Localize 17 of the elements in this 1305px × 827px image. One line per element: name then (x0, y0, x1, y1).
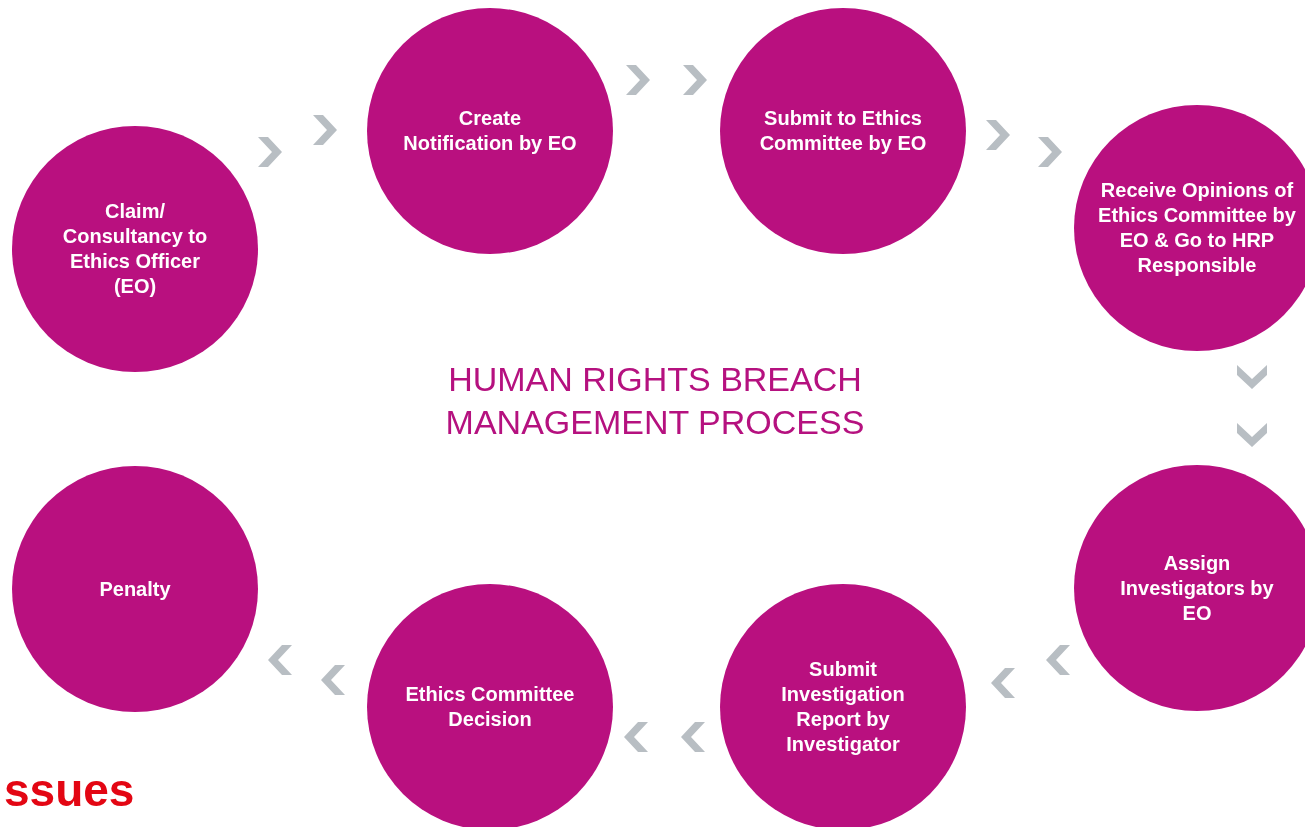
chevron-arrow (624, 722, 705, 752)
chevron-arrow (1237, 365, 1267, 447)
section-heading: ssues (4, 763, 135, 818)
chevron-arrow (258, 115, 337, 167)
step-text: Submit to Ethics Committee by EO (758, 106, 928, 156)
step-text: Claim/ Consultancy to Ethics Officer (EO) (61, 199, 209, 299)
step-text: Ethics Committee Decision (404, 682, 576, 732)
step-text: Create Notification by EO (402, 106, 578, 156)
chevron-arrow (986, 120, 1062, 167)
diagram-title: HUMAN RIGHTS BREACH MANAGEMENT PROCESS (444, 359, 866, 443)
step-text: Assign Investigators by EO (1119, 550, 1275, 626)
step-text: Penalty (99, 576, 171, 602)
chevron-arrow (991, 645, 1070, 698)
chevron-arrow (268, 645, 345, 695)
step-text: Submit Investigation Report by Investigator (780, 657, 906, 757)
chevron-arrow (626, 65, 707, 95)
step-text: Receive Opinions of Ethics Committee by EO & Go to HRP Responsible (1097, 178, 1297, 278)
